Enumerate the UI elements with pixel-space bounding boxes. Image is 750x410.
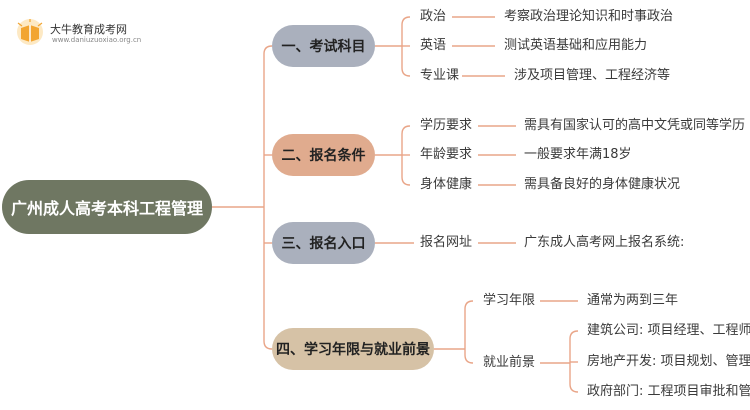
branch-exam-subjects: 一、考试科目 [272, 25, 375, 67]
leaf-age: 一般要求年满18岁 [524, 147, 632, 162]
leaf-major: 涉及项目管理、工程经济等 [514, 68, 671, 83]
brand-url: www.daniuzuoxiao.org.cn [52, 36, 142, 44]
branch1-connector-up [401, 16, 411, 46]
branch4-connector-up [464, 300, 474, 349]
item-education: 学历要求 [420, 118, 473, 133]
item-english: 英语 [420, 38, 447, 53]
item-age: 年龄要求 [420, 147, 473, 162]
career-connector-up [569, 330, 579, 363]
branch-registration: 三、报名入口 [272, 222, 375, 264]
leaf-english: 测试英语基础和应用能力 [504, 38, 648, 53]
leaf-site: 广东成人高考网上报名系统: [524, 235, 685, 250]
leaf-politics: 考察政治理论知识和时事政治 [504, 9, 674, 24]
item-health: 身体健康 [420, 177, 473, 192]
branch4-connector-down [464, 349, 474, 364]
root-topic: 广州成人高考本科工程管理 [2, 180, 212, 234]
root-connector-up [263, 45, 273, 207]
leaf-construction: 建筑公司: 项目经理、工程师 [587, 323, 750, 338]
branch-requirements: 二、报名条件 [272, 134, 375, 176]
item-site: 报名网址 [420, 235, 473, 250]
branch2-connector-down [401, 155, 411, 186]
brand-name: 大牛教育成考网 [50, 23, 127, 36]
leaf-real-estate: 房地产开发: 项目规划、管理 [587, 354, 750, 369]
root-connector-down [263, 207, 273, 350]
leaf-health: 需具备良好的身体健康状况 [524, 177, 681, 192]
book-logo-icon [17, 19, 43, 45]
leaf-government: 政府部门: 工程项目审批和管理 [587, 384, 750, 399]
leaf-duration: 通常为两到三年 [587, 293, 679, 308]
item-major: 专业课 [420, 68, 460, 83]
item-duration: 学习年限 [483, 293, 536, 308]
leaf-education: 需具有国家认可的高中文凭或同等学历 [524, 118, 746, 133]
branch-duration-career: 四、学习年限与就业前景 [272, 328, 434, 370]
branch2-connector-up [401, 125, 411, 155]
item-politics: 政治 [420, 9, 447, 24]
career-connector-down [569, 363, 579, 393]
branch1-connector-down [401, 46, 411, 77]
item-career: 就业前景 [483, 355, 536, 370]
